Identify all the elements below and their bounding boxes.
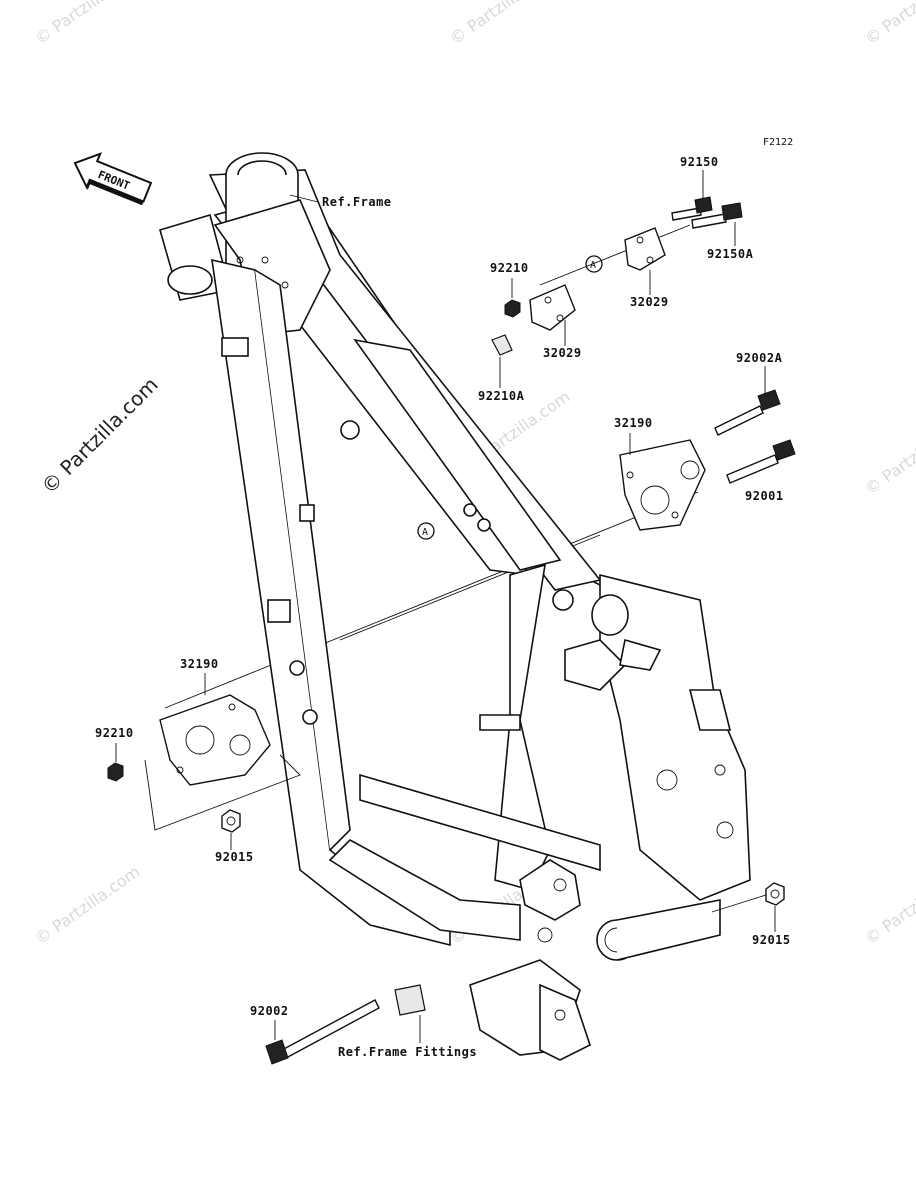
spacer-collar [394, 984, 426, 1016]
diagram-code: F2122 [763, 137, 793, 148]
part-label-32190-left: 32190 [180, 657, 219, 671]
nut-92015-right [765, 882, 785, 906]
watermark: © Partzilla.com [861, 862, 916, 948]
part-label-92001: 92001 [745, 489, 784, 503]
part-label-92015-left: 92015 [215, 850, 254, 864]
part-label-32190-top: 32190 [614, 416, 653, 430]
watermark: © Partzilla.com [861, 412, 916, 498]
watermark: © Partzilla.com [446, 0, 558, 48]
part-label-92150A: 92150A [707, 247, 754, 261]
callout-a-top-label: A [590, 260, 596, 271]
part-label-92210A: 92210A [478, 389, 525, 403]
nut-92210-top [504, 299, 521, 318]
bracket-32029-b [529, 284, 576, 331]
bolt-92150 [671, 196, 713, 221]
watermark: © Partzilla.com [31, 862, 143, 948]
front-arrow-icon: FRONT [73, 152, 153, 206]
bolt-92150A [691, 202, 743, 229]
bolt-92002 [265, 999, 380, 1065]
nut-92015-left [221, 809, 241, 833]
part-label-92210-top: 92210 [490, 261, 529, 275]
engine-bracket-32190-top [619, 439, 706, 531]
part-label-92150: 92150 [680, 155, 719, 169]
engine-bracket-32190-left [159, 694, 271, 786]
collar-92210A [491, 334, 513, 356]
part-label-32029-b: 32029 [543, 346, 582, 360]
part-label-92002A: 92002A [736, 351, 783, 365]
part-label-92015-right: 92015 [752, 933, 791, 947]
bolt-92002A [714, 389, 781, 436]
callout-a-lower-label: A [422, 527, 428, 538]
part-label-92002: 92002 [250, 1004, 289, 1018]
part-label-32029-a: 32029 [630, 295, 669, 309]
callout-a-top [585, 255, 603, 273]
motorcycle-frame [159, 152, 751, 1061]
bracket-32029-a [624, 227, 666, 271]
partzilla-watermark: © Partzilla.com [37, 372, 163, 498]
bolt-92001 [726, 439, 796, 484]
callout-a-lower [417, 522, 435, 540]
watermark: © Partzilla.com [861, 0, 916, 48]
part-label-92210-left: 92210 [95, 726, 134, 740]
ref-frame-label: Ref.Frame [322, 195, 392, 209]
ref-frame-fittings-label: Ref.Frame Fittings [338, 1045, 477, 1059]
watermark: © Partzilla.com [31, 0, 143, 48]
nut-92210-left [107, 762, 124, 782]
